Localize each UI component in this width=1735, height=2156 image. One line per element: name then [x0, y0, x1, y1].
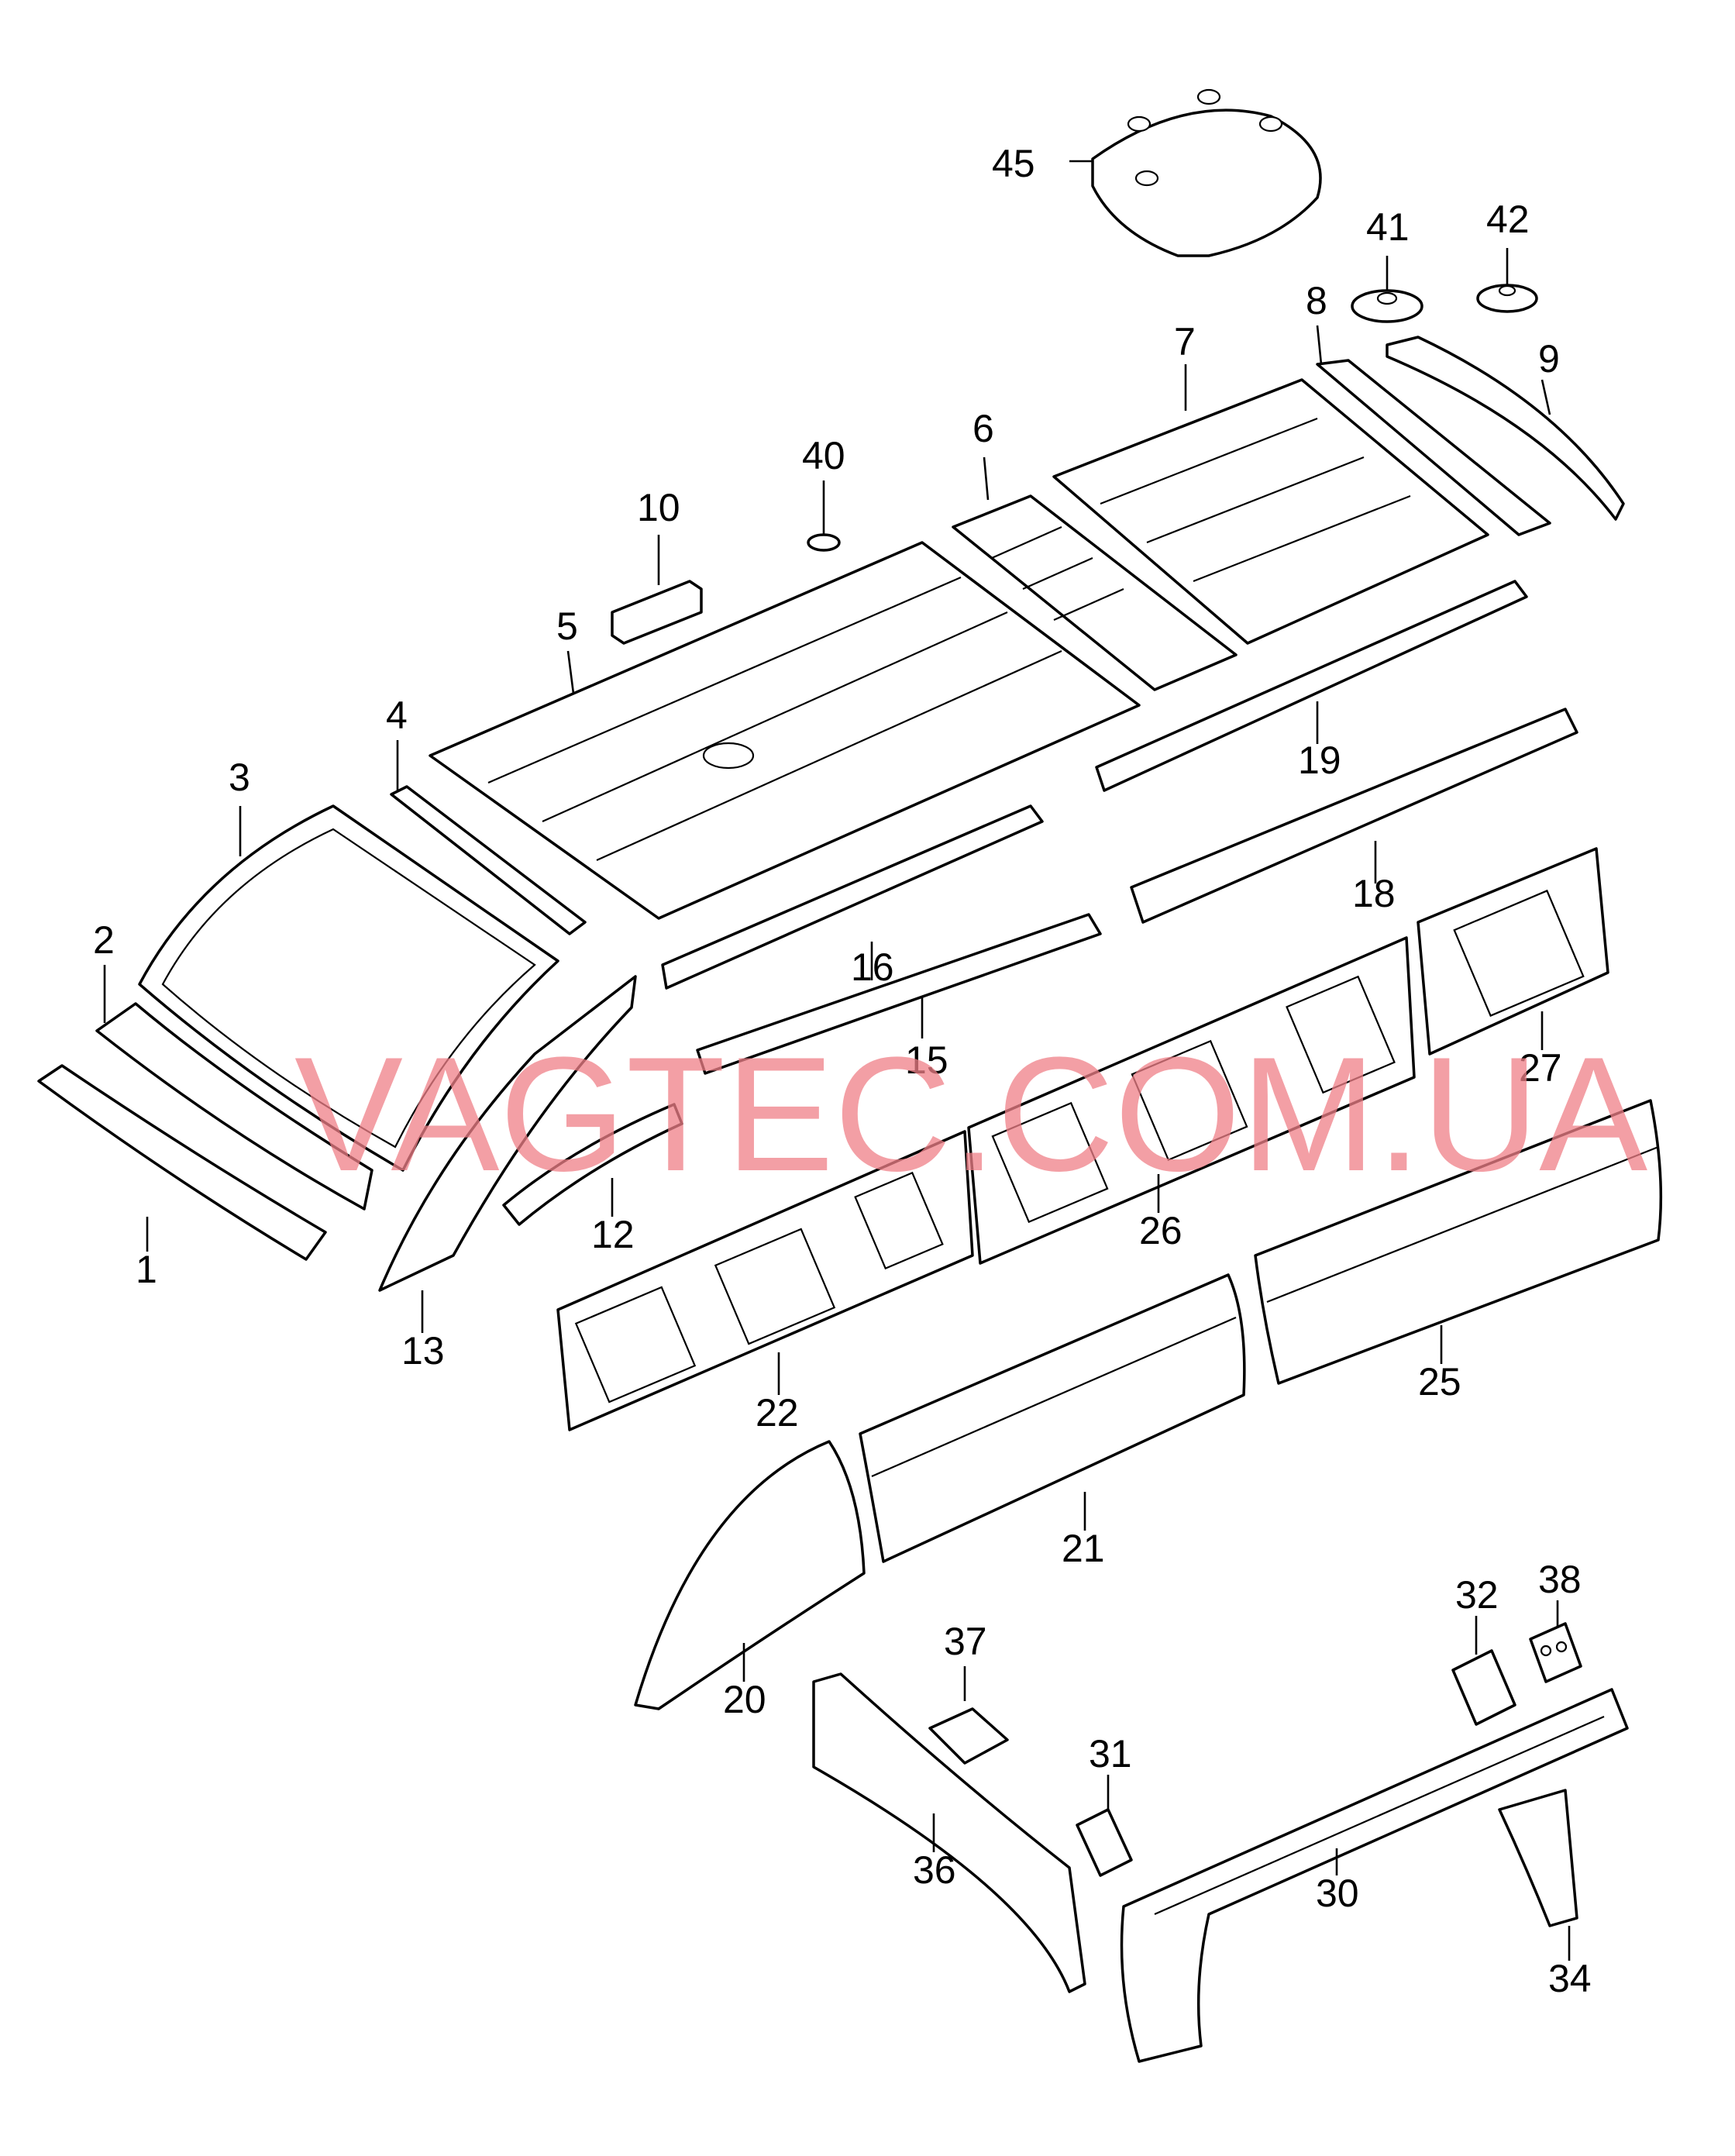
callout-labels: 45 41 42 8 7 9 6 40 10 5 4 3 2 1 13 12 1… — [93, 142, 1592, 2000]
callout-20: 20 — [723, 1678, 766, 1721]
callout-19: 19 — [1298, 739, 1341, 782]
part-5-roof-panel — [429, 541, 1141, 920]
callout-10: 10 — [637, 486, 680, 529]
part-36-lower-pillar — [812, 1672, 1086, 1993]
callout-9: 9 — [1538, 337, 1560, 381]
part-13-a-pillar — [378, 975, 637, 1292]
callout-6: 6 — [972, 407, 994, 450]
callout-40: 40 — [802, 434, 845, 477]
callout-13: 13 — [401, 1329, 445, 1372]
part-9-rear-bow — [1386, 336, 1625, 521]
part-37-bracket — [928, 1707, 1009, 1765]
callout-37: 37 — [944, 1620, 987, 1663]
part-19-roof-rail — [1095, 580, 1528, 792]
part-45-round-plate — [1091, 88, 1322, 257]
callout-36: 36 — [913, 1848, 956, 1892]
callout-1: 1 — [136, 1248, 157, 1291]
callout-38: 38 — [1538, 1558, 1582, 1601]
part-32-bracket — [1451, 1649, 1516, 1726]
part-4-cross-member — [390, 785, 587, 935]
callout-5: 5 — [556, 604, 578, 648]
watermark-text: VAGTEC.COM.UA — [294, 1023, 1647, 1205]
part-6-roof-segment — [952, 494, 1238, 691]
callout-26: 26 — [1139, 1209, 1182, 1252]
callout-31: 31 — [1089, 1732, 1132, 1775]
callout-16: 16 — [851, 945, 894, 989]
callout-30: 30 — [1316, 1872, 1359, 1915]
part-10-block — [611, 580, 703, 645]
part-22-side-frame-front — [556, 1130, 974, 1431]
callout-25: 25 — [1418, 1360, 1461, 1403]
callout-2: 2 — [93, 918, 115, 962]
part-3-windshield-frame — [138, 804, 559, 1172]
part-18-drip-rail — [1130, 708, 1578, 924]
callout-18: 18 — [1352, 872, 1396, 915]
callout-8: 8 — [1306, 279, 1327, 322]
part-21-lower-side-panel — [859, 1273, 1246, 1563]
part-2-cowl — [95, 1002, 374, 1211]
callout-27: 27 — [1519, 1046, 1562, 1090]
leader-lines — [103, 160, 1571, 1961]
callout-15: 15 — [905, 1038, 948, 1082]
part-1-front-panel — [37, 1064, 327, 1261]
callout-22: 22 — [756, 1391, 799, 1434]
callout-32: 32 — [1455, 1573, 1499, 1617]
callout-41: 41 — [1366, 205, 1410, 249]
callout-45: 45 — [992, 142, 1035, 185]
callout-12: 12 — [591, 1213, 635, 1256]
part-38-bracket — [1529, 1622, 1582, 1683]
part-27-side-frame-rear — [1417, 847, 1609, 1056]
callout-4: 4 — [386, 694, 408, 737]
part-31-bracket — [1076, 1808, 1133, 1877]
callout-34: 34 — [1548, 1957, 1592, 2000]
part-20-quarter-panel — [634, 1440, 866, 1710]
callout-42: 42 — [1486, 198, 1530, 241]
callout-7: 7 — [1174, 320, 1196, 363]
part-30-side-member — [1120, 1688, 1629, 2063]
part-7-rear-roof-panel — [1052, 378, 1489, 645]
part-34-pillar-section — [1498, 1789, 1578, 1927]
part-41-grommet — [1351, 289, 1423, 323]
part-8-rear-rail — [1316, 359, 1551, 536]
callout-3: 3 — [229, 756, 250, 799]
part-12-roof-rail-arc — [502, 1103, 683, 1226]
part-40-grommet — [807, 533, 841, 552]
part-15-drip-rail — [696, 913, 1102, 1075]
part-42-grommet — [1476, 284, 1538, 313]
part-16-roof-rail — [661, 804, 1044, 990]
callout-21: 21 — [1062, 1527, 1105, 1570]
part-25-lower-side-panel-rear — [1254, 1099, 1663, 1385]
part-26-side-frame-middle — [967, 936, 1416, 1265]
